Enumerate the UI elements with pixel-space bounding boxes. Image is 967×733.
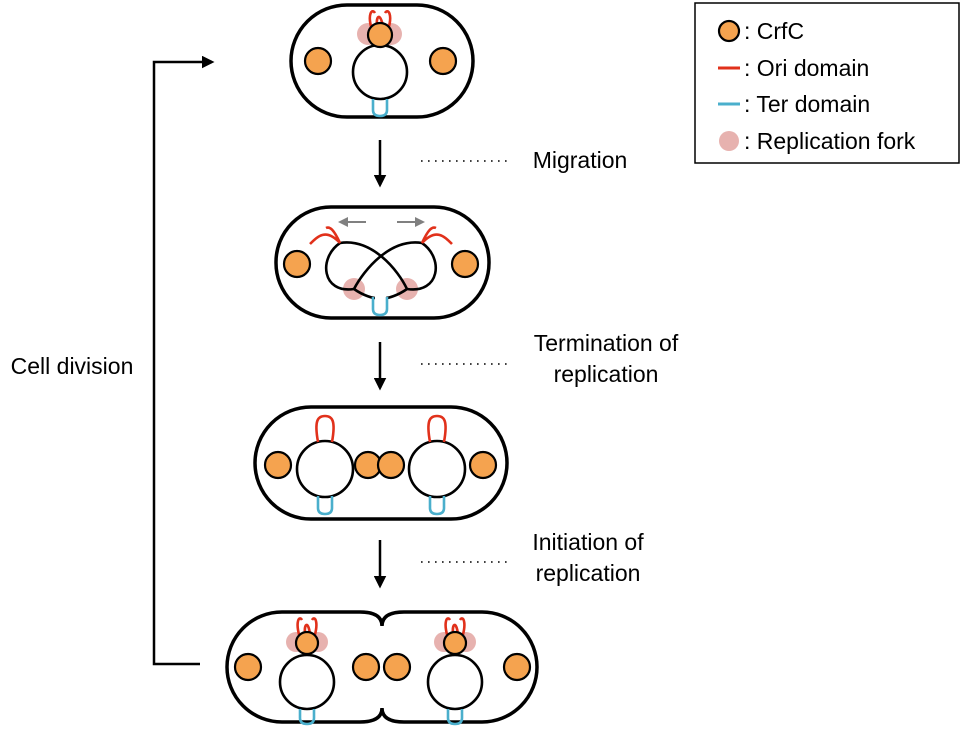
legend-ter-label: : Ter domain	[744, 91, 870, 117]
chromosome	[295, 439, 355, 499]
ter-domain	[446, 709, 464, 726]
ori-domain	[315, 414, 335, 443]
legend-crfc-label: : CrfC	[744, 18, 804, 44]
crfc-protein	[303, 46, 333, 76]
legend: : CrfC : Ori domain : Ter domain : Repli…	[694, 2, 960, 164]
legend-fork-icon	[719, 131, 739, 151]
chromosome	[278, 653, 336, 711]
ori-domain	[427, 414, 447, 443]
crfc-protein	[282, 249, 312, 279]
step-label-termination-line2: replication	[554, 361, 659, 387]
cycle-label: Cell division	[11, 353, 134, 379]
ori-domain	[309, 226, 342, 245]
step-label-initiation-line2: replication	[536, 560, 641, 586]
cell-membrane-dividing	[225, 610, 539, 724]
ter-domain	[371, 297, 389, 317]
crfc-protein	[294, 630, 320, 656]
step-label-termination-line1: Termination of	[534, 330, 679, 356]
legend-fork-label: : Replication fork	[744, 128, 916, 154]
crfc-protein	[366, 21, 394, 49]
ter-domain	[298, 709, 316, 726]
crfc-protein	[502, 652, 532, 682]
crfc-protein	[428, 46, 458, 76]
crfc-protein	[351, 652, 381, 682]
legend-ori-label: : Ori domain	[744, 55, 869, 81]
ter-domain	[428, 496, 446, 516]
crfc-protein	[233, 652, 263, 682]
chromosome	[351, 43, 409, 101]
chromosome	[426, 653, 484, 711]
cycle-label-background	[0, 348, 146, 384]
legend-crfc-icon	[717, 19, 741, 43]
step-label-initiation-line1: Initiation of	[532, 529, 644, 555]
cell-division-arrow	[152, 55, 215, 666]
crfc-protein	[376, 450, 406, 480]
cell-stage-3	[253, 405, 509, 521]
crfc-protein	[263, 450, 293, 480]
step-label-migration: Migration	[533, 147, 628, 173]
crfc-protein	[450, 249, 480, 279]
crfc-protein	[382, 652, 412, 682]
cell-stage-4	[225, 610, 539, 726]
cell-stage-1	[289, 3, 475, 119]
ori-domain	[420, 226, 453, 245]
ter-domain	[316, 496, 334, 516]
ter-domain	[371, 99, 389, 118]
chromosome	[407, 439, 467, 499]
crfc-protein	[468, 450, 498, 480]
crfc-protein	[442, 630, 468, 656]
cell-stage-2	[274, 205, 491, 320]
